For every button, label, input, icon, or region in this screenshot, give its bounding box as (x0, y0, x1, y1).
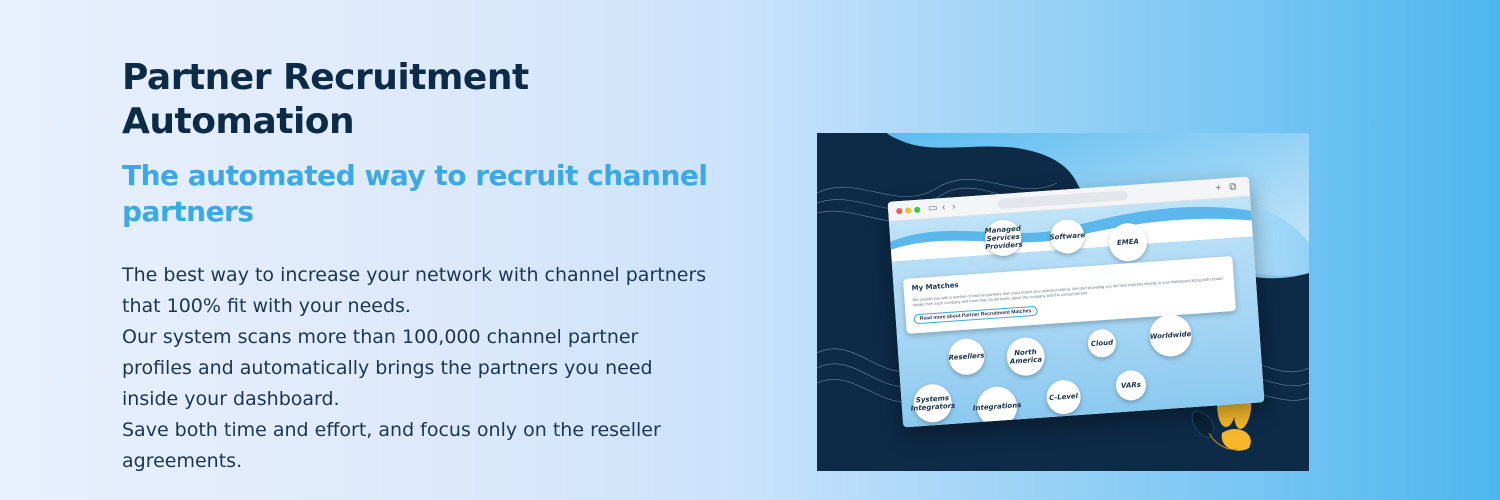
description-line: Save both time and effort, and focus onl… (122, 419, 661, 441)
bubble-vars: VARs (1114, 369, 1147, 402)
bubble-systems-integrators: Systems Integrators (910, 382, 956, 424)
description-line: inside your dashboard. (122, 388, 340, 410)
description-line: Our system scans more than 100,000 chann… (122, 326, 639, 348)
subtitle-line-2: partners (122, 195, 254, 228)
description: The best way to increase your network wi… (122, 260, 742, 477)
bubble-resellers: Resellers (947, 337, 986, 376)
title-line-1: Partner Recruitment (122, 57, 529, 98)
back-icon: ‹ (941, 201, 946, 214)
plus-icon: + (1215, 182, 1222, 194)
bubble-worldwide: Worldwide (1148, 313, 1193, 358)
close-dot-icon (896, 207, 903, 215)
minimize-dot-icon (905, 207, 912, 214)
sidebar-icon: ▭ (927, 202, 938, 215)
description-line: agreements. (122, 450, 243, 472)
description-line: that 100% fit with your needs. (122, 295, 411, 317)
bubble-cloud: Cloud (1087, 328, 1117, 359)
copy-icon: ⧉ (1229, 181, 1237, 194)
title-line-2: Automation (122, 101, 355, 142)
page-title: Partner Recruitment Automation (122, 56, 742, 144)
hero-text: Partner Recruitment Automation The autom… (122, 56, 742, 477)
browser-window: ▭ ‹ › + ⧉ Managed Services Providers Sof… (887, 176, 1265, 428)
bubble-c-level: C-Level (1045, 378, 1082, 416)
browser-content: Managed Services Providers Software EMEA… (888, 196, 1265, 428)
description-line: The best way to increase your network wi… (122, 264, 707, 286)
page-subtitle: The automated way to recruit channel par… (122, 158, 742, 230)
product-illustration: ▭ ‹ › + ⧉ Managed Services Providers Sof… (817, 133, 1309, 471)
description-line: profiles and automatically brings the pa… (122, 357, 653, 379)
bubble-north-america: North America (1005, 336, 1046, 377)
read-more-link[interactable]: Read more about Partner Recruitment Matc… (913, 305, 1038, 325)
maximize-dot-icon (913, 206, 921, 214)
subtitle-line-1: The automated way to recruit channel (122, 159, 708, 192)
forward-icon: › (951, 201, 956, 213)
